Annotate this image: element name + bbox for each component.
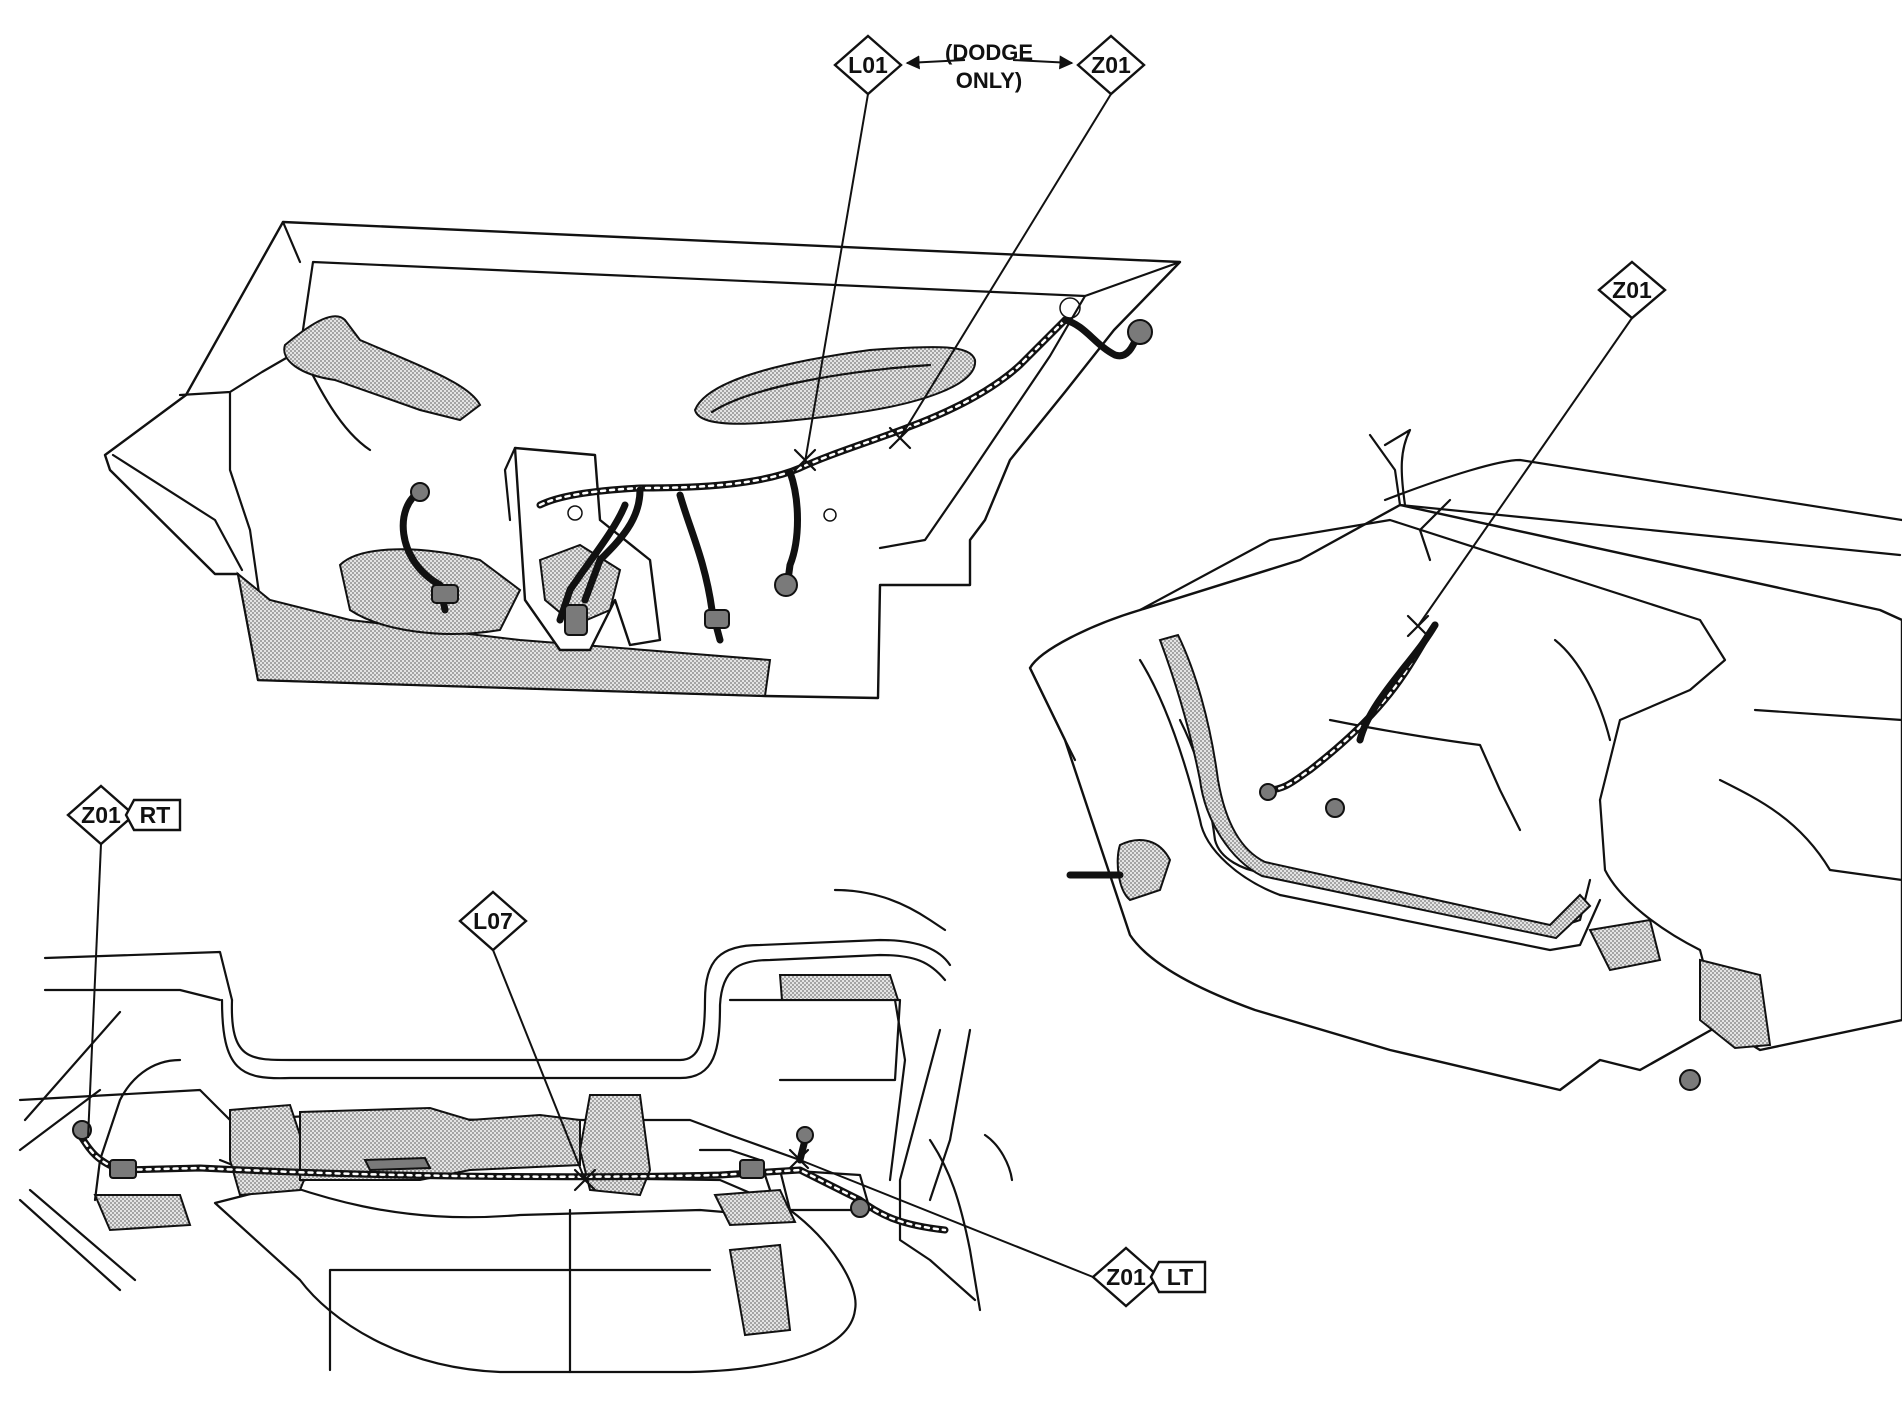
callout-z01-top: Z01 <box>899 34 1146 439</box>
callout-z01-lt-side: LT <box>1167 1264 1193 1290</box>
callout-z01-rt-code: Z01 <box>81 802 121 828</box>
callout-z01-lt: Z01 LT <box>799 1159 1207 1308</box>
callout-z01-rt: Z01 RT <box>66 784 182 1139</box>
callout-l01-label: L01 <box>848 52 888 78</box>
dodge-only-line2: ONLY) <box>956 68 1022 93</box>
open-trunk-view <box>1028 428 1902 1092</box>
callout-z01-rt-side: RT <box>140 802 171 828</box>
callout-l07: L07 <box>458 890 586 1181</box>
dodge-only-line1: (DODGE <box>945 40 1033 65</box>
callout-z01-right-label: Z01 <box>1612 277 1652 303</box>
callout-l07-label: L07 <box>473 908 513 934</box>
trunk-opening-view <box>18 888 1014 1374</box>
callout-l01: L01 <box>804 34 903 463</box>
callout-z01-lt-code: Z01 <box>1106 1264 1146 1290</box>
dodge-only-note: (DODGE ONLY) <box>905 40 1074 93</box>
callout-z01-top-label: Z01 <box>1091 52 1131 78</box>
callout-z01-right: Z01 <box>1417 260 1667 627</box>
decklid-inner-panel-view <box>103 220 1182 700</box>
